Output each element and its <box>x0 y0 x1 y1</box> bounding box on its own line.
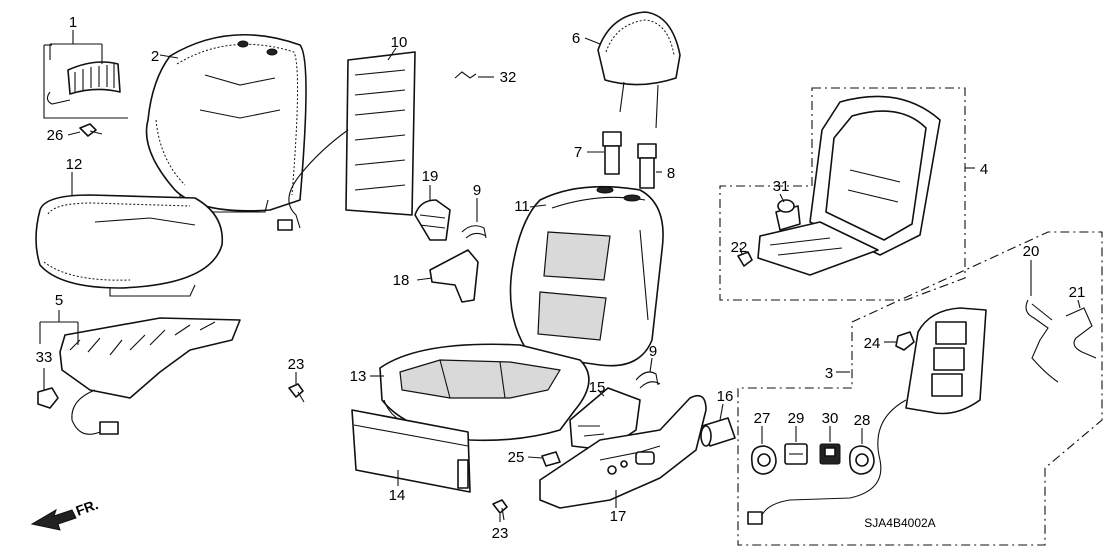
callout-2: 2 <box>151 48 159 65</box>
callout-5: 5 <box>55 292 63 309</box>
part-7-headrest-guide <box>587 131 622 175</box>
part-9-upper-clip <box>461 198 487 239</box>
part-17-side-trim <box>539 394 707 509</box>
part-2-seatback-cover <box>145 33 307 213</box>
callout-12: 12 <box>66 156 83 173</box>
callout-23-upper: 23 <box>288 356 305 373</box>
part-16-knob <box>700 403 736 447</box>
callout-17: 17 <box>610 508 627 525</box>
callout-33: 33 <box>36 349 53 366</box>
part-23-bolt-upper <box>288 372 305 403</box>
callout-3: 3 <box>825 365 833 382</box>
callout-19: 19 <box>422 168 439 185</box>
part-27-clip <box>750 426 777 475</box>
callout-14: 14 <box>389 487 406 504</box>
part-4-group-box <box>719 87 975 301</box>
callout-11: 11 <box>514 198 530 215</box>
part-20-bracket <box>1025 260 1059 383</box>
part-6-headrest <box>584 11 681 129</box>
part-25-connector <box>527 451 561 467</box>
callout-7: 7 <box>574 144 582 161</box>
part-10-back-heater <box>277 47 416 231</box>
part-18-bracket <box>416 249 479 303</box>
part-19-harness <box>414 185 451 241</box>
callout-16: 16 <box>717 388 734 405</box>
callout-31: 31 <box>773 178 790 195</box>
callout-32: 32 <box>500 69 517 86</box>
part-28-clip <box>848 428 875 475</box>
part-12-cushion-cover <box>35 172 224 297</box>
callout-18: 18 <box>393 272 410 289</box>
part-1-clip-kit <box>43 30 128 119</box>
callout-29: 29 <box>788 410 805 427</box>
part-32-clip <box>454 71 494 79</box>
part-8-headrest-guide <box>637 143 662 189</box>
callout-15: 15 <box>589 379 606 396</box>
part-15-harness-bracket <box>569 387 641 451</box>
diagram-code: SJA4B4002A <box>864 516 935 530</box>
part-3-group-box <box>737 231 1103 546</box>
part-31-grommet <box>775 193 801 231</box>
callout-27: 27 <box>754 410 771 427</box>
callout-28: 28 <box>854 412 871 429</box>
part-23-bolt-lower <box>492 499 508 522</box>
callout-4: 4 <box>980 161 988 178</box>
callout-13: 13 <box>350 368 367 385</box>
part-4-seatback-frame <box>757 95 941 276</box>
callout-22: 22 <box>731 239 748 256</box>
callout-23-lower: 23 <box>492 525 509 542</box>
callout-9-lower: 9 <box>649 343 657 360</box>
part-11-seatback-pad <box>509 185 664 367</box>
callout-24: 24 <box>864 335 881 352</box>
part-22-bolt <box>737 247 753 267</box>
callout-21: 21 <box>1069 284 1086 301</box>
callout-9-upper: 9 <box>473 182 481 199</box>
callout-10: 10 <box>391 34 408 51</box>
part-21-bracket <box>1065 299 1097 359</box>
callout-8: 8 <box>667 165 675 182</box>
callout-20: 20 <box>1023 243 1040 260</box>
part-29-connector <box>784 426 808 465</box>
part-26-bolt <box>67 123 103 137</box>
callout-30: 30 <box>822 410 839 427</box>
part-3-side-airbag <box>747 307 987 525</box>
front-direction-arrow-icon <box>30 508 77 531</box>
callout-1: 1 <box>69 14 77 31</box>
part-5-seat-heater <box>37 310 241 435</box>
front-label: FR. <box>74 496 101 519</box>
callout-6: 6 <box>572 30 580 47</box>
callout-26: 26 <box>47 127 64 144</box>
part-13-cushion-pad <box>370 343 590 442</box>
part-14-front-cover <box>351 409 471 493</box>
part-30-connector <box>819 426 841 465</box>
part-24-nut <box>884 331 915 351</box>
callout-25: 25 <box>508 449 525 466</box>
part-9-lower-clip <box>635 357 661 389</box>
